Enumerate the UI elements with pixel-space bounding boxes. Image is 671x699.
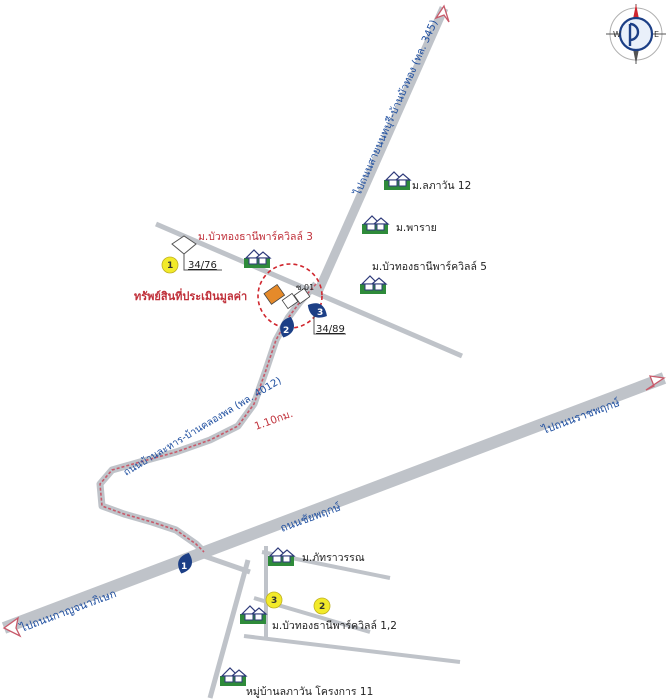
house-icon bbox=[361, 215, 389, 235]
compass-icon bbox=[606, 4, 666, 64]
label-buathong5: ม.บัวทองธานีพาร์ควิลล์ 5 bbox=[372, 260, 487, 273]
house-icon bbox=[267, 547, 295, 567]
arrow-west-icon bbox=[2, 616, 22, 638]
label-phatsaran: ม.ภัทราวรรณ bbox=[302, 552, 365, 564]
label-subject-property: ทรัพย์สินที่ประเมินมูลค่า bbox=[134, 288, 247, 304]
house-icon bbox=[243, 249, 271, 269]
label-lot-34-89: 34/89 bbox=[316, 324, 345, 335]
compass-e: E bbox=[654, 30, 659, 39]
blue-marker-2-label: 2 bbox=[283, 326, 289, 336]
label-lot-34-76: 34/76 bbox=[188, 260, 217, 271]
yellow-marker-3-label: 3 bbox=[271, 596, 277, 606]
blue-marker-1-label: 1 bbox=[181, 562, 187, 572]
label-buathong3: ม.บัวทองธานีพาร์ควิลล์ 3 bbox=[198, 230, 313, 243]
blue-marker-3-label: 3 bbox=[317, 308, 323, 318]
lot-line-34-89 bbox=[313, 312, 346, 335]
label-road-sign: ซ.01 bbox=[296, 283, 314, 292]
arrow-east-icon bbox=[645, 375, 666, 391]
house-icon bbox=[359, 275, 387, 295]
yellow-marker-1-label: 1 bbox=[167, 261, 173, 271]
road-south-stub bbox=[203, 553, 251, 575]
blue-marker-2: 2 bbox=[280, 316, 295, 338]
house-icons bbox=[219, 171, 412, 687]
lot-plot-34-76 bbox=[171, 235, 222, 271]
dashed-route bbox=[99, 283, 317, 553]
yellow-marker-2: 2 bbox=[313, 597, 331, 615]
label-pharuai: ม.พาราย bbox=[396, 222, 437, 234]
label-distance: 1.10กม. bbox=[253, 408, 295, 433]
road-south-branch3 bbox=[243, 634, 461, 664]
yellow-marker-3: 3 bbox=[265, 591, 283, 609]
label-route-345: ไปถนนสายนนทบุรี-บ้านบัวทอง (ทล. 345) bbox=[350, 18, 440, 198]
road-route-345 bbox=[313, 6, 449, 294]
yellow-marker-2-label: 2 bbox=[319, 602, 325, 612]
label-lakwan12: ม.ลภาวัน 12 bbox=[412, 180, 471, 192]
compass-w: W bbox=[613, 30, 621, 39]
yellow-marker-1: 1 bbox=[161, 256, 179, 274]
road-chaiyaphruek bbox=[1, 372, 667, 634]
house-icon bbox=[219, 667, 247, 687]
road-arrows bbox=[2, 4, 666, 638]
label-buathong12: ม.บัวทองธานีพาร์ควิลล์ 1,2 bbox=[272, 619, 397, 632]
house-icon bbox=[384, 171, 412, 190]
house-icon bbox=[239, 605, 267, 625]
arrow-north-icon bbox=[434, 4, 450, 23]
blue-marker-3: 3 bbox=[307, 303, 327, 318]
label-lakwan11: หมู่บ้านลภาวัน โครงการ 11 bbox=[246, 685, 373, 698]
road-south-left bbox=[207, 559, 251, 699]
blue-marker-1: 1 bbox=[178, 552, 193, 574]
